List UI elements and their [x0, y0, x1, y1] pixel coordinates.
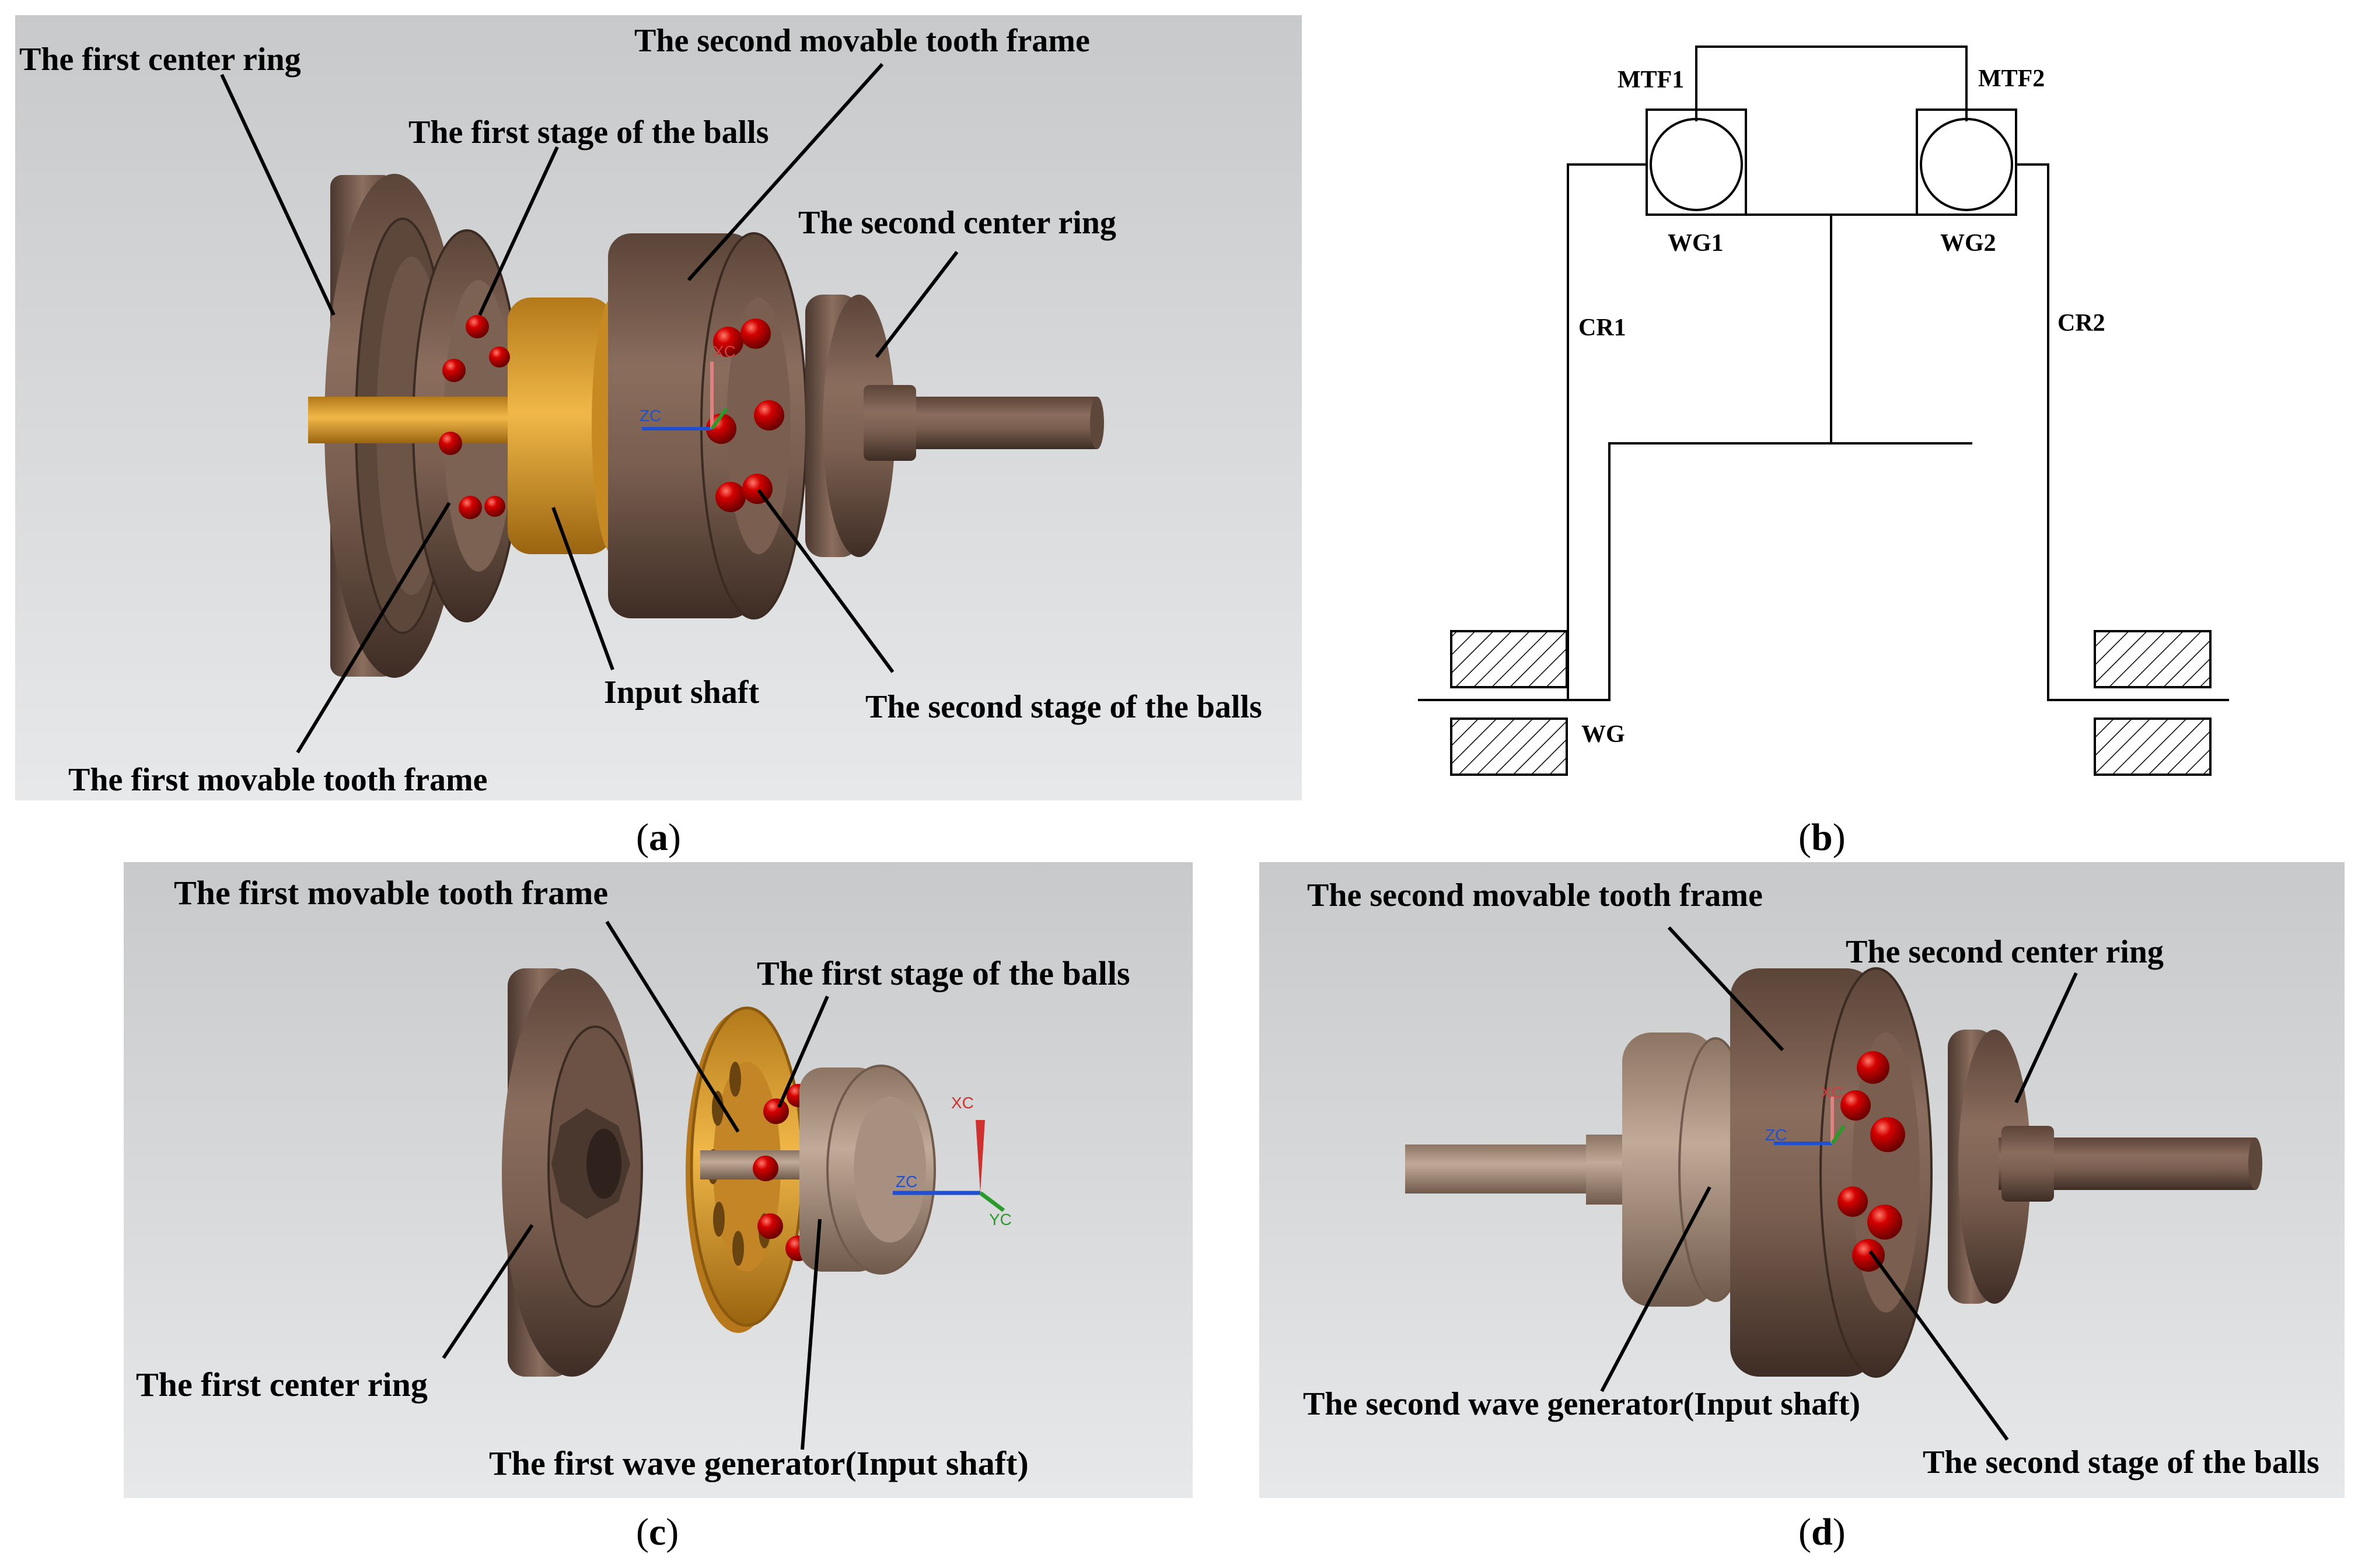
first-stage-balls: [439, 315, 510, 519]
panel-d: ZC XC The second movable tooth frame The…: [1259, 862, 2345, 1498]
label-second-stage-balls-d: The second stage of the balls: [1923, 1444, 2319, 1480]
label-wg2: WG2: [1940, 230, 1996, 257]
panel-b: [1418, 46, 2229, 776]
axis-label-xc-c: XC: [951, 1094, 974, 1112]
labels-a: The first center ring The second movable…: [19, 23, 1262, 798]
label-first-center-ring-c: The first center ring: [136, 1366, 428, 1404]
ground-right-bottom: [2094, 718, 2212, 776]
label-cr1: CR1: [1578, 314, 1626, 341]
ground-left-top: [1450, 630, 1568, 688]
label-second-wave-generator-d: The second wave generator(Input shaft): [1303, 1386, 1860, 1422]
panel-c: XC ZC YC The first movable tooth frame T…: [124, 862, 1193, 1498]
coordinate-axes-d: ZC XC: [1765, 1083, 1846, 1145]
label-second-stage-balls-a: The second stage of the balls: [865, 689, 1262, 725]
caption-d: (d): [1798, 1511, 1846, 1553]
label-second-center-ring-a: The second center ring: [798, 205, 1116, 241]
captions: (a) (b) (c) (d): [636, 816, 1846, 1553]
axis-label-zc-d: ZC: [1765, 1126, 1787, 1144]
label-mtf2: MTF2: [1978, 65, 2045, 92]
first-wave-generator-part: [799, 1065, 936, 1275]
label-cr2: CR2: [2057, 310, 2105, 337]
label-input-shaft-a: Input shaft: [604, 674, 759, 710]
mtf2-box: [1916, 108, 2017, 216]
label-second-movable-tooth-frame-a: The second movable tooth frame: [634, 23, 1090, 59]
ground-left-bottom: [1450, 718, 1568, 776]
label-mtf1: MTF1: [1618, 66, 1684, 93]
leader-lines-d: [1600, 926, 2078, 1441]
axis-label-yc-c: YC: [989, 1210, 1012, 1228]
coordinate-axes-a: ZC XC: [640, 342, 736, 430]
wg1-roller: [1650, 118, 1743, 211]
label-second-center-ring-d: The second center ring: [1846, 934, 2164, 970]
second-stage-balls: [706, 318, 784, 512]
label-first-center-ring-a: The first center ring: [19, 41, 301, 78]
cr1-line: [1567, 163, 1647, 700]
label-first-stage-balls-c: The first stage of the balls: [757, 954, 1130, 992]
leader-lines-c: [442, 921, 829, 1450]
labels-c: The first movable tooth frame The first …: [136, 874, 1130, 1482]
label-first-wave-generator-c: The first wave generator(Input shaft): [489, 1444, 1029, 1482]
input-shaft-line: [1418, 442, 1972, 701]
ground-right-top: [2094, 630, 2212, 688]
second-movable-tooth-frame-part-d: [1730, 967, 1933, 1378]
caption-c: (c): [636, 1511, 679, 1553]
axis-label-zc-c: ZC: [896, 1172, 917, 1191]
label-first-stage-balls-a: The first stage of the balls: [408, 114, 769, 150]
second-center-ring-part-d: [1948, 1030, 2262, 1304]
label-first-movable-tooth-frame-a: The first movable tooth frame: [68, 762, 488, 798]
schematic-top-frame: [1695, 46, 1968, 121]
axis-label-xc-d: XC: [1821, 1083, 1843, 1101]
label-second-movable-tooth-frame-d: The second movable tooth frame: [1307, 877, 1763, 914]
label-first-movable-tooth-frame-c: The first movable tooth frame: [174, 874, 608, 912]
panel-c-background: [124, 862, 1193, 1498]
wg2-roller: [1920, 118, 2013, 211]
left-shaft-collar-d: [1586, 1135, 1627, 1205]
left-shaft-d: [1405, 1144, 1604, 1194]
first-center-ring-part-c: [502, 968, 643, 1377]
label-wg1: WG1: [1668, 230, 1724, 257]
caption-a: (a): [636, 816, 681, 859]
panel-a: ZC XC The first center ring The second m…: [15, 15, 1302, 800]
labels-b: MTF1 MTF2 WG1 WG2 CR1 CR2 WG: [1578, 65, 2105, 748]
labels-d: The second movable tooth frame The secon…: [1303, 877, 2319, 1480]
label-wg: WG: [1581, 721, 1625, 748]
cr2-line: [2016, 163, 2229, 701]
mtf1-box: [1646, 108, 1747, 216]
second-stage-balls-d: [1838, 1051, 1905, 1272]
leader-lines-a: [220, 62, 959, 754]
axis-label-xc-a: XC: [713, 342, 736, 360]
second-center-ring-part: [805, 295, 1104, 557]
axis-label-zc-a: ZC: [640, 407, 661, 425]
caption-b: (b): [1798, 816, 1846, 859]
coordinate-axes-c: XC ZC YC: [893, 1094, 1012, 1228]
